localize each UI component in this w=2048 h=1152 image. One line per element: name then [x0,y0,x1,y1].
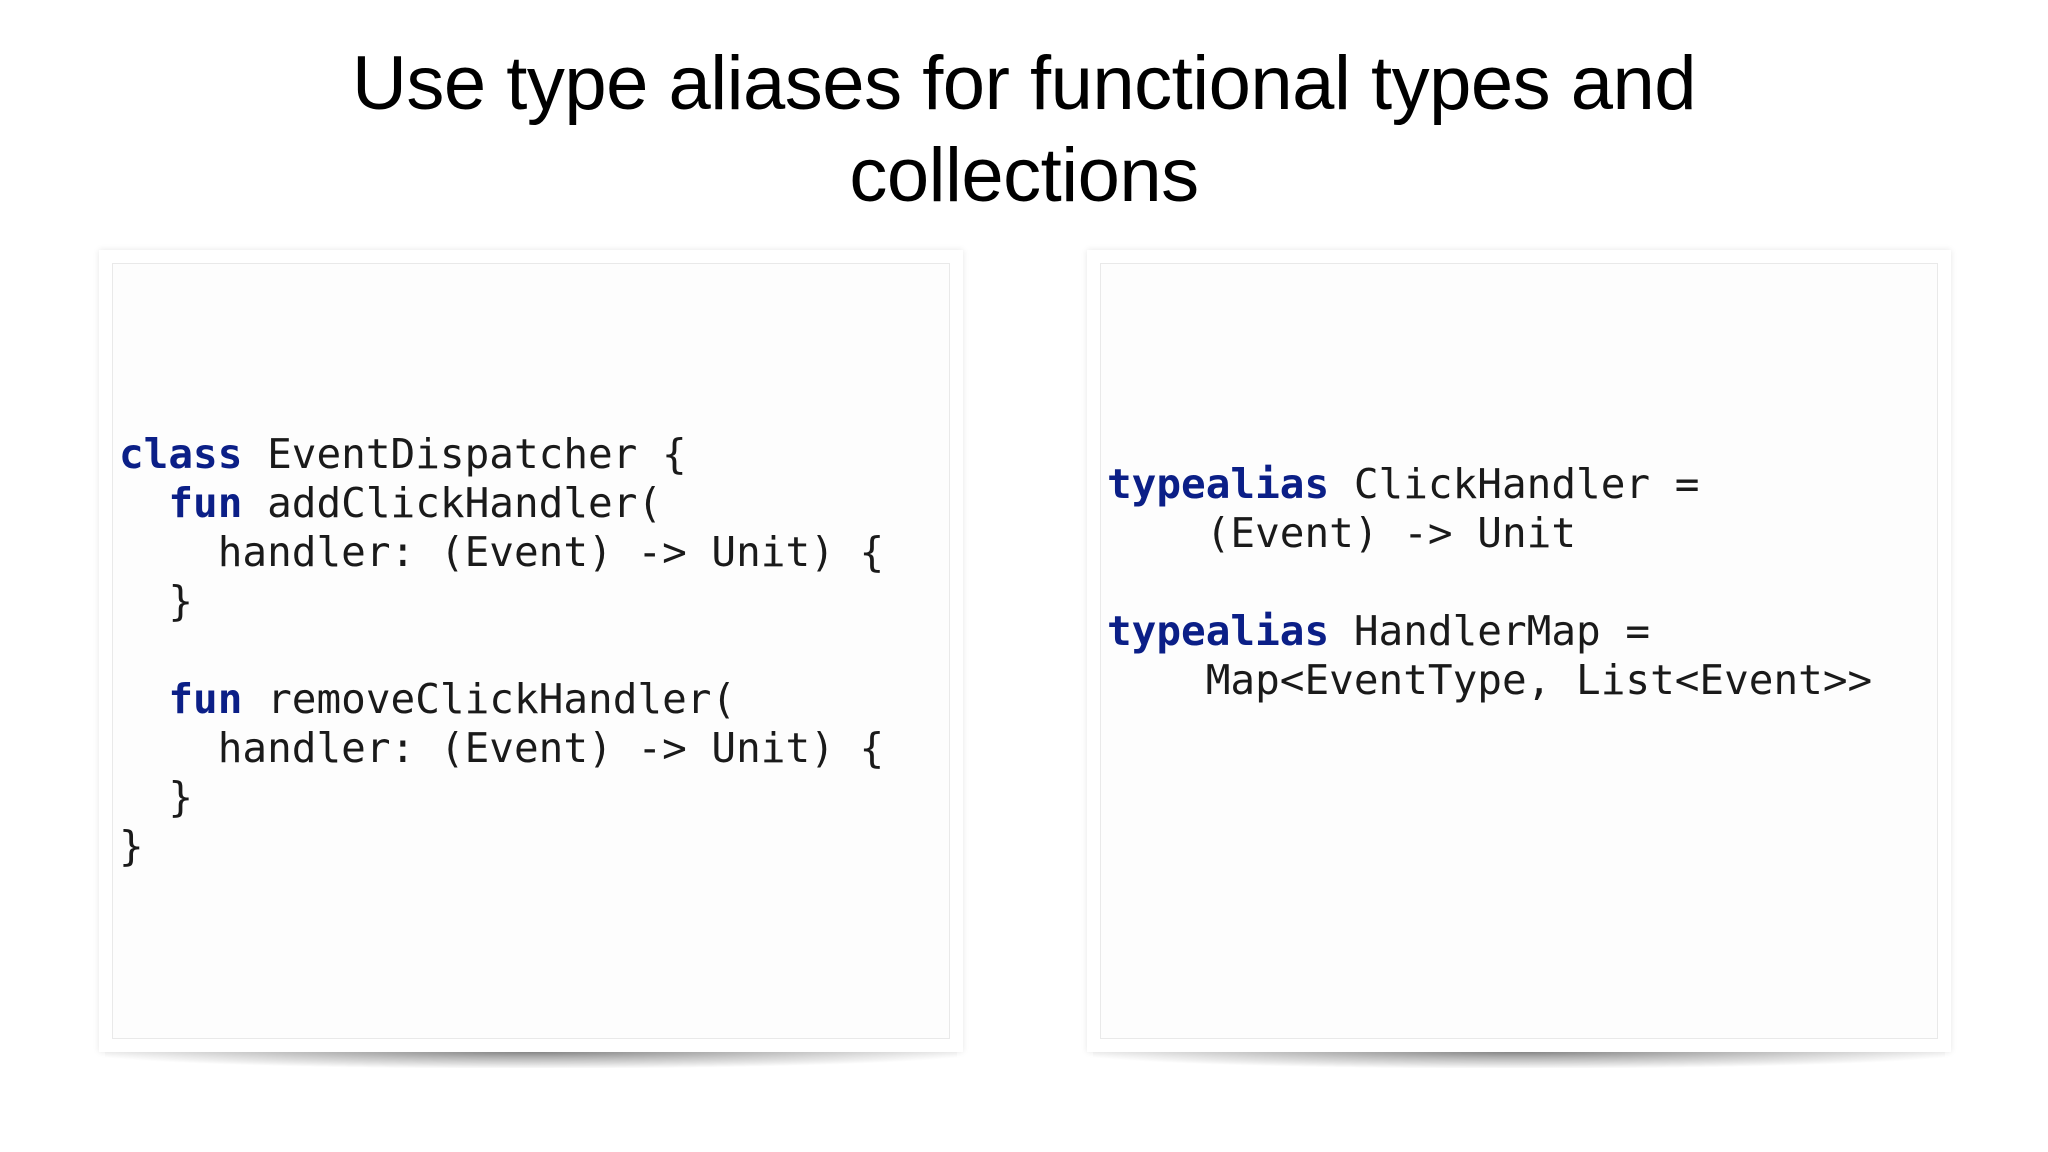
right-code-line: (Event) -> Unit [1107,509,1872,558]
left-code-line: class EventDispatcher { [119,430,884,479]
code-indent [119,773,168,821]
code-keyword: fun [168,479,243,527]
slide-title-line-1: Use type aliases for functional types an… [351,41,1697,126]
code-indent [119,724,218,772]
code-indent [1107,509,1206,557]
right-code-line: typealias HandlerMap = [1107,607,1872,656]
code-text: handler: (Event) -> Unit) { [217,528,885,576]
slide-title-line-2: collections [849,133,1199,218]
code-keyword: fun [168,675,243,723]
code-text: HandlerMap = [1329,607,1651,655]
code-keyword: typealias [1107,607,1330,655]
code-keyword: class [119,430,243,478]
right-code-line: Map<EventType, List<Event>> [1107,656,1872,705]
right-code-block: typealias ClickHandler = (Event) -> Unit… [1107,460,1872,705]
code-text: handler: (Event) -> Unit) { [217,724,885,772]
left-code-line [119,626,884,675]
code-text: } [168,577,194,625]
code-indent [119,479,168,527]
left-code-line: } [119,577,884,626]
code-text: (Event) -> Unit [1205,509,1577,557]
left-code-line: handler: (Event) -> Unit) { [119,528,884,577]
code-indent [119,675,168,723]
slide-title: Use type aliases for functional types an… [0,38,2048,222]
right-code-line [1107,558,1872,607]
code-text: removeClickHandler( [242,675,737,723]
code-text: } [168,773,194,821]
code-text: Map<EventType, List<Event>> [1205,656,1873,704]
left-code-line: } [119,822,884,871]
left-code-block: class EventDispatcher { fun addClickHand… [119,430,884,871]
code-indent [1107,656,1206,704]
right-code-card-frame [1100,263,1938,1039]
code-indent [119,528,218,576]
code-text: EventDispatcher { [242,430,687,478]
right-code-line: typealias ClickHandler = [1107,460,1872,509]
left-code-card [99,250,963,1068]
left-code-line: fun removeClickHandler( [119,675,884,724]
code-keyword: typealias [1107,460,1330,508]
code-indent [119,577,168,625]
code-text: addClickHandler( [242,479,663,527]
code-text: ClickHandler = [1329,460,1700,508]
left-code-card-frame [112,263,950,1039]
code-text: } [119,822,144,870]
left-code-line: } [119,773,884,822]
left-code-line: handler: (Event) -> Unit) { [119,724,884,773]
left-code-line: fun addClickHandler( [119,479,884,528]
right-code-card [1087,250,1951,1068]
